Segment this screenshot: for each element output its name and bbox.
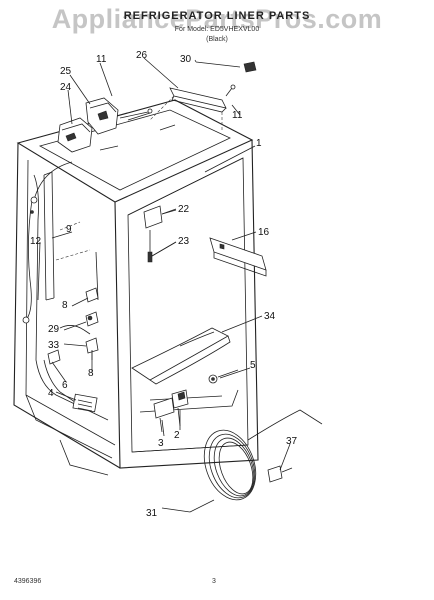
leader-lines [37,57,291,513]
callout-23: 23 [178,236,190,247]
watermark: AppliancePartsPros.com [51,4,383,34]
callout-4: 4 [48,388,54,399]
liner-body [13,99,259,476]
trim-cover-16 [209,237,267,277]
callout-8-lower: 8 [88,368,94,379]
callout-37: 37 [286,436,298,447]
callout-6: 6 [62,380,68,391]
cover-34 [131,327,231,385]
callout-3: 3 [158,438,164,449]
callout-12: 12 [30,236,42,247]
callout-31: 31 [146,508,158,519]
wall-rail [43,171,99,301]
callout-24: 24 [60,82,72,93]
callout-1: 1 [256,138,262,149]
floor-brackets [153,389,189,433]
callout-8-upper: 8 [62,300,68,311]
control-housing [57,97,153,153]
callout-11-top: 11 [96,54,107,65]
wiring-harness [22,161,73,324]
callout-26: 26 [136,50,148,61]
callout-29: 29 [48,324,60,335]
callout-16: 16 [258,227,270,238]
tubing-coil-31 [189,409,323,513]
lower-tubing [43,359,98,413]
callout-5: 5 [250,360,256,371]
callout-2: 2 [174,430,180,441]
callout-labels: 11 25 24 26 30 11 1 22 23 16 9 12 8 29 3… [30,50,298,519]
top-rail [149,61,257,130]
callout-25: 25 [60,66,72,77]
footer-code: 4396396 [14,578,42,585]
callout-30: 30 [180,54,192,65]
color-line: (Black) [206,36,228,43]
clips [47,287,99,365]
callout-34: 34 [264,311,276,322]
model-line: For Model: ED5VHEXVL00 [174,26,260,33]
callout-9: 9 [66,224,72,235]
callout-22: 22 [178,204,190,215]
callout-33: 33 [48,340,60,351]
bracket-22 [143,205,177,263]
plug-5 [208,369,239,384]
footer-page-number: 3 [212,578,216,585]
callout-11-right: 11 [232,110,243,121]
diagram-title: REFRIGERATOR LINER PARTS [123,10,311,22]
